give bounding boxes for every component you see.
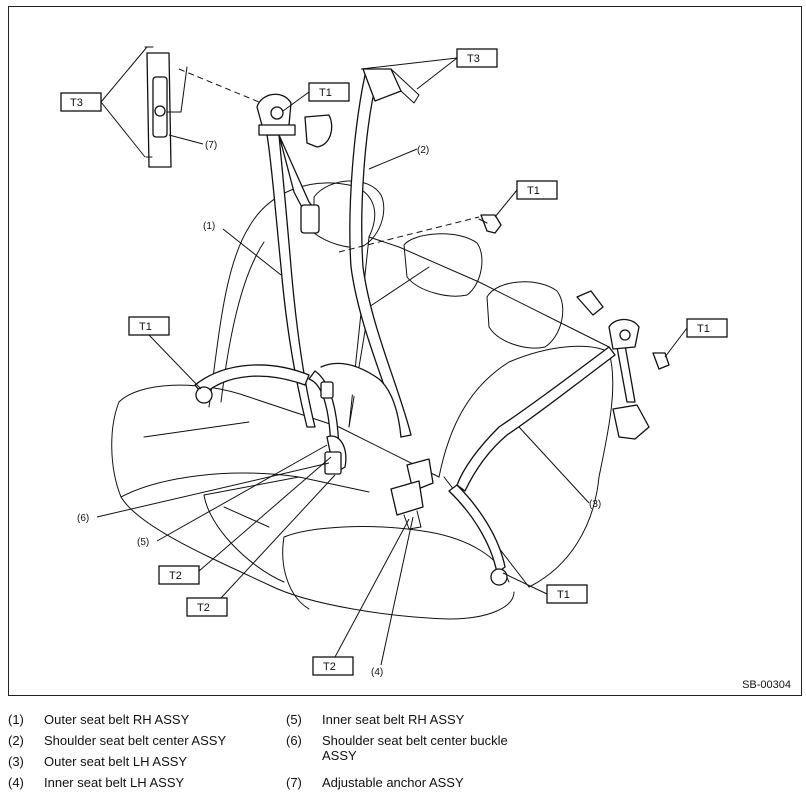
legend-item-4: (4) Inner seat belt LH ASSY	[8, 775, 254, 790]
retractor-lh	[612, 404, 650, 440]
legend-number: (1)	[8, 712, 24, 727]
belts	[194, 68, 650, 586]
figure-id: SB-00304	[742, 679, 791, 691]
outer-belt-lh	[456, 346, 616, 492]
shoulder-belt-center	[349, 74, 412, 438]
legend-number: (5)	[286, 712, 302, 727]
callout-t1-right-floor: T1	[557, 589, 570, 601]
callout-t1-left-floor: T1	[139, 321, 152, 333]
part-number-6: (6)	[77, 513, 89, 524]
legend-number: (7)	[286, 775, 302, 790]
legend-text: Shoulder seat belt center buckle ASSY	[322, 733, 508, 763]
legend-item-1: (1) Outer seat belt RH ASSY	[8, 712, 254, 727]
center-bolt	[338, 214, 502, 253]
outer-belt-rh	[266, 134, 316, 428]
part-number-2: (2)	[417, 145, 429, 156]
legend-item-6: (6) Shoulder seat belt center buckle ASS…	[286, 733, 532, 763]
retractor-rh	[300, 204, 320, 234]
right-anchor-cover	[576, 290, 604, 316]
callout-t3-right: T3	[467, 53, 480, 65]
callout-t2-upper: T2	[169, 570, 182, 582]
floor-anchor-right	[490, 568, 508, 586]
callout-t3-left: T3	[70, 97, 83, 109]
legend-text: Outer seat belt LH ASSY	[44, 754, 188, 769]
part-number-7: (7)	[205, 140, 217, 151]
legend-item-7: (7) Adjustable anchor ASSY	[286, 775, 532, 790]
legend-text: Outer seat belt RH ASSY	[44, 712, 190, 727]
callouts: T3 T1 T3 T1 T1 T1 T1	[60, 46, 728, 676]
legend-item-3: (3) Outer seat belt LH ASSY	[8, 754, 254, 769]
callout-t1-center: T1	[527, 185, 540, 197]
diagram-frame: T3 T1 T3 T1 T1 T1 T1	[8, 6, 802, 696]
upper-anchor	[256, 93, 333, 148]
seat-belt-diagram: T3 T1 T3 T1 T1 T1 T1	[60, 46, 728, 678]
legend-item-5: (5) Inner seat belt RH ASSY	[286, 712, 532, 727]
legend: (1) Outer seat belt RH ASSY (2) Shoulder…	[8, 712, 798, 796]
part-number-4: (4)	[371, 667, 383, 678]
legend-item-2: (2) Shoulder seat belt center ASSY	[8, 733, 254, 748]
legend-text: Inner seat belt RH ASSY	[322, 712, 465, 727]
callout-t2-center: T2	[323, 661, 336, 673]
callout-t1-shoulder: T1	[319, 87, 332, 99]
part-number-5: (5)	[137, 537, 149, 548]
callout-t1-right-bolt: T1	[697, 323, 710, 335]
buckle-lh	[390, 480, 424, 516]
part-number-3: (3)	[589, 499, 601, 510]
right-anchor	[576, 290, 670, 370]
legend-number: (3)	[8, 754, 24, 769]
legend-number: (2)	[8, 733, 24, 748]
part-number-1: (1)	[203, 221, 215, 232]
floor-anchor-left	[195, 386, 213, 404]
legend-text: Shoulder seat belt center ASSY	[44, 733, 227, 748]
part-numbers: (1) (2) (3) (4) (5) (6) (7)	[77, 134, 601, 678]
adjustable-anchor	[144, 46, 272, 168]
callout-t2-lower: T2	[197, 602, 210, 614]
legend-number: (6)	[286, 733, 302, 748]
anchor-cover	[304, 114, 333, 148]
legend-number: (4)	[8, 775, 24, 790]
legend-text: Adjustable anchor ASSY	[322, 775, 464, 790]
legend-text: Inner seat belt LH ASSY	[44, 775, 185, 790]
